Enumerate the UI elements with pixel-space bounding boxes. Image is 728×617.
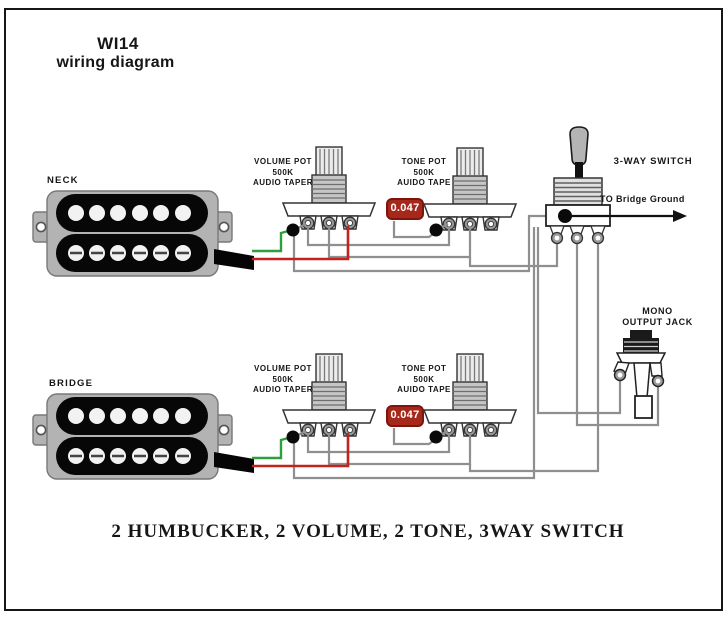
pot-value: 500K <box>272 167 294 177</box>
pot-name: TONE POT <box>401 157 447 166</box>
pot-taper: AUDIO TAPER <box>252 178 314 187</box>
switch-lever-stem <box>575 162 583 179</box>
pot-taper: AUIDO TAPE <box>397 385 451 394</box>
switch-jack-wires <box>536 227 660 427</box>
bridge-pickup-label: BRIDGE <box>49 378 94 389</box>
jack-label-line1: MONO <box>642 306 673 316</box>
volume-pot-bridge-label: VOLUME POT 500K AUDIO TAPER <box>233 364 333 396</box>
wire-vol2-tone2 <box>327 433 472 466</box>
volume-pot-neck-label: VOLUME POT 500K AUDIO TAPER <box>233 157 333 189</box>
wire-ground-to-switch <box>292 227 536 480</box>
ground-arrow-head <box>673 210 687 222</box>
bushing-ribs <box>554 182 602 202</box>
wire-vol2-tone2 <box>327 226 472 259</box>
page-title-line1: WI14 <box>97 34 139 53</box>
pot-name: TONE POT <box>401 364 447 373</box>
jack-shaft <box>633 362 651 399</box>
pot-value: 500K <box>272 374 294 384</box>
solder-dot-volume-bridge <box>286 430 300 444</box>
wire-jack-hot <box>575 244 660 427</box>
switch-lever <box>569 126 589 166</box>
switch-lugs <box>549 225 606 245</box>
wire-bridge-hot-red <box>252 433 350 468</box>
bridge-circuit-wires <box>252 227 600 480</box>
mono-output-jack <box>613 330 667 419</box>
pot-name: VOLUME POT <box>254 364 312 373</box>
jack-tab <box>634 395 653 419</box>
solder-dot-tone-bridge <box>429 430 443 444</box>
capacitor-bridge: 0.047 <box>386 405 424 427</box>
jack-flange <box>615 352 667 364</box>
output-jack-label: MONO OUTPUT JACK <box>605 306 710 328</box>
neck-circuit-wires <box>252 214 561 273</box>
pot-name: VOLUME POT <box>254 157 312 166</box>
wire-neck-hot-red <box>252 226 350 261</box>
wire-vol1-tone1 <box>306 226 451 247</box>
switch-label: 3-WAY SWITCH <box>613 156 693 167</box>
tone-pot-bridge-label: TONE POT 500K AUIDO TAPE <box>374 364 474 396</box>
jack-label-line2: OUTPUT JACK <box>622 317 693 327</box>
pot-value: 500K <box>413 374 435 384</box>
switch-ground-dot <box>558 209 572 223</box>
neck-pickup-label: NECK <box>47 175 79 186</box>
wire-neck-ground-green <box>252 228 293 253</box>
jack-tip <box>630 330 652 338</box>
wire-vol1-tone1 <box>306 433 451 454</box>
neck-pickup <box>31 189 256 278</box>
jack-right-arm <box>649 362 663 377</box>
diagram-border <box>4 8 723 611</box>
caption: 2 HUMBUCKER, 2 VOLUME, 2 TONE, 3WAY SWIT… <box>111 521 625 542</box>
wire-bridge-ground-green <box>252 435 293 460</box>
wire-jack-ground <box>536 227 622 415</box>
page-title-line2: wiring diagram <box>56 54 175 71</box>
pot-taper: AUIDO TAPE <box>397 178 451 187</box>
jack-thread-lines <box>624 341 658 352</box>
pot-taper: AUDIO TAPER <box>252 385 314 394</box>
tone-pot-neck-label: TONE POT 500K AUIDO TAPE <box>374 157 474 189</box>
pot-value: 500K <box>413 167 435 177</box>
solder-dot-volume-neck <box>286 223 300 237</box>
bridge-ground-note: TO Bridge Ground <box>600 194 685 204</box>
solder-dot-tone-neck <box>429 223 443 237</box>
bridge-pickup <box>31 392 256 481</box>
capacitor-neck: 0.047 <box>386 198 424 220</box>
three-way-switch <box>545 126 687 245</box>
wire-signal-to-switch-left <box>468 240 559 268</box>
